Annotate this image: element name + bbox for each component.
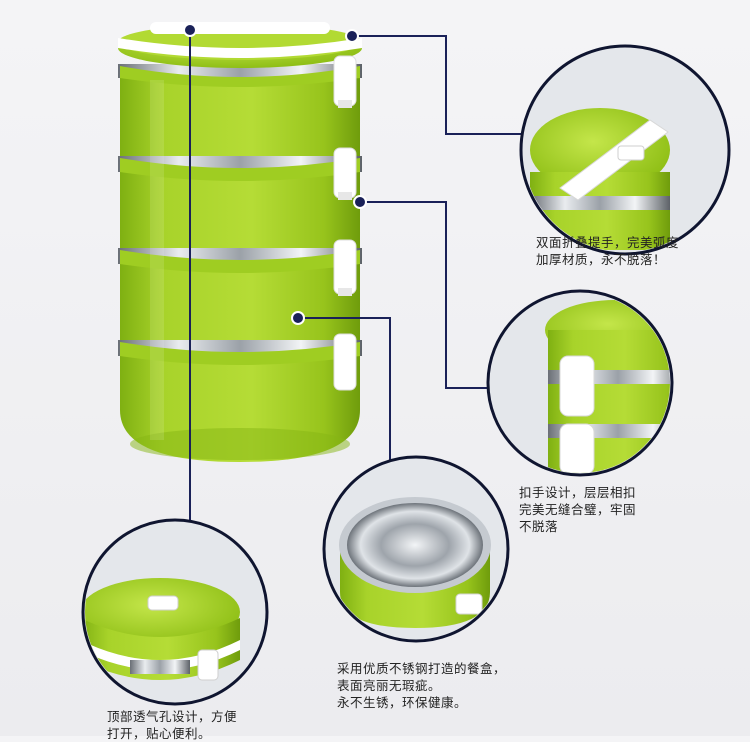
caption-steel-line-2: 表面亮丽无瑕疵。 [337,678,442,693]
caption-steel-line-1: 采用优质不锈钢打造的餐盒， [337,661,507,676]
caption-handle-line-2: 加厚材质，永不脱落！ [536,252,667,267]
dot-handle [345,29,359,43]
dot-clip [353,195,367,209]
callout-dots [183,23,367,325]
detail-circle-clip [486,289,674,477]
caption-handle: 双面折叠提手，完美弧度 加厚材质，永不脱落！ [536,234,679,268]
main-container [118,22,362,462]
dot-steel [291,311,305,325]
dot-vent [183,23,197,37]
caption-steel-line-3: 永不生锈，环保健康。 [337,695,468,710]
caption-clip: 扣手设计，层层相扣 完美无缝合璧，牢固 不脱落 [519,484,636,535]
leader-lines [189,30,538,520]
caption-clip-line-1: 扣手设计，层层相扣 [519,485,637,500]
caption-vent-line-2: 打开，贴心便利。 [107,726,212,741]
detail-circle-steel [322,455,510,643]
caption-handle-line-1: 双面折叠提手，完美弧度 [536,235,680,250]
caption-steel: 采用优质不锈钢打造的餐盒， 表面亮丽无瑕疵。 永不生锈，环保健康。 [337,660,506,711]
detail-circle-handle [519,44,731,256]
caption-vent-line-1: 顶部透气孔设计，方便 [107,709,238,724]
caption-clip-line-2: 完美无缝合璧，牢固 [519,502,637,517]
detail-circle-vent [81,518,269,706]
caption-clip-line-3: 不脱落 [519,519,559,534]
caption-vent: 顶部透气孔设计，方便 打开，贴心便利。 [107,708,237,742]
